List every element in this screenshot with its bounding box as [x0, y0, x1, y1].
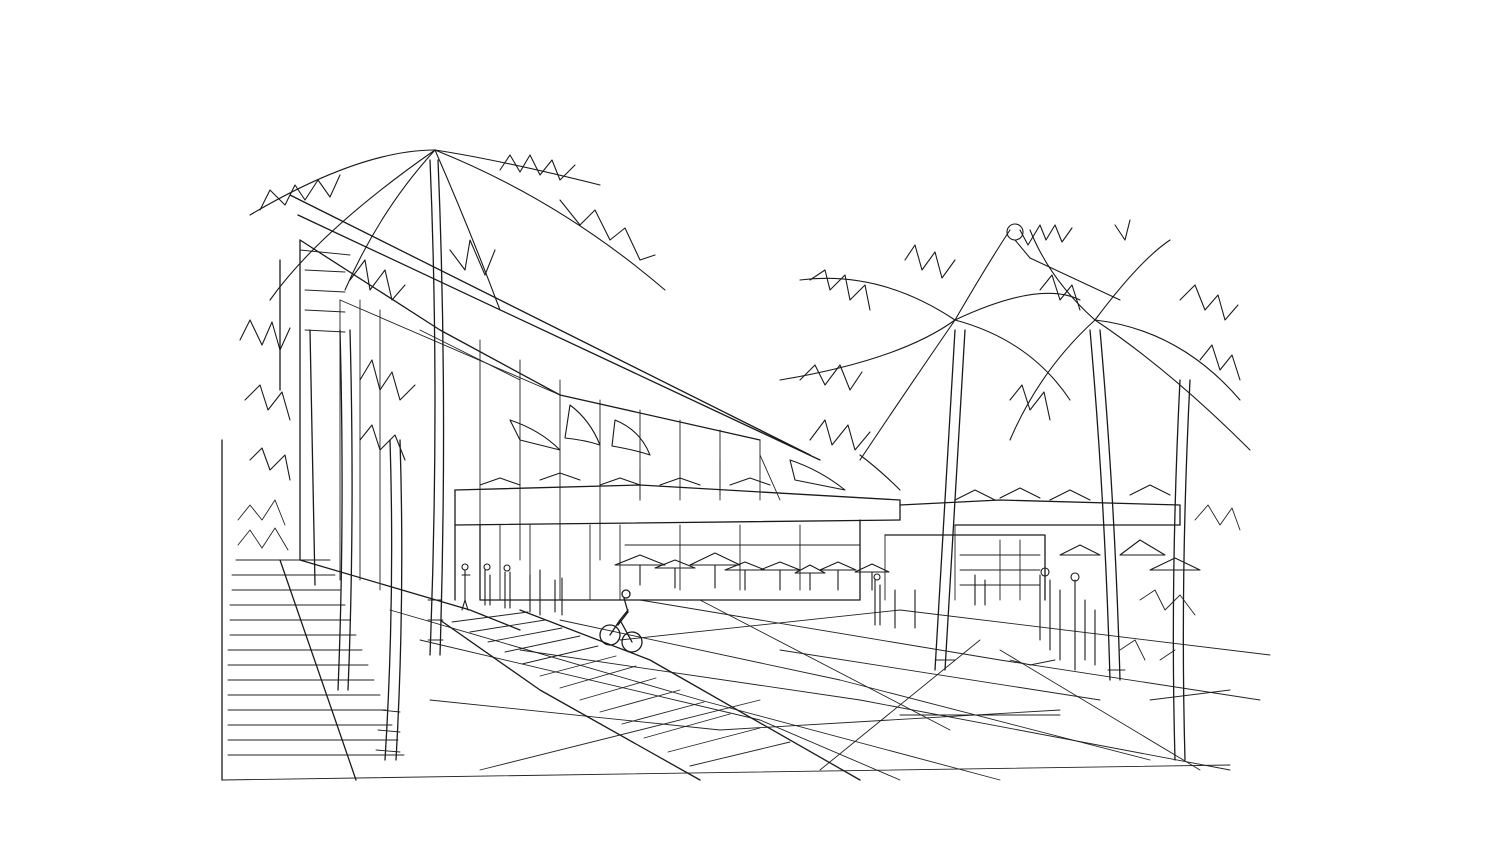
glass-pavilion-building [279, 194, 1181, 601]
pedestrians [461, 563, 1096, 671]
cafe-umbrellas [479, 472, 1201, 591]
striped-walkway [439, 609, 861, 781]
palm-fronds [239, 149, 1251, 481]
sketch-frame [221, 439, 1231, 781]
palm-trunks [309, 159, 1191, 761]
cyclist [599, 589, 643, 653]
shrubs-and-hatching [237, 499, 1241, 666]
